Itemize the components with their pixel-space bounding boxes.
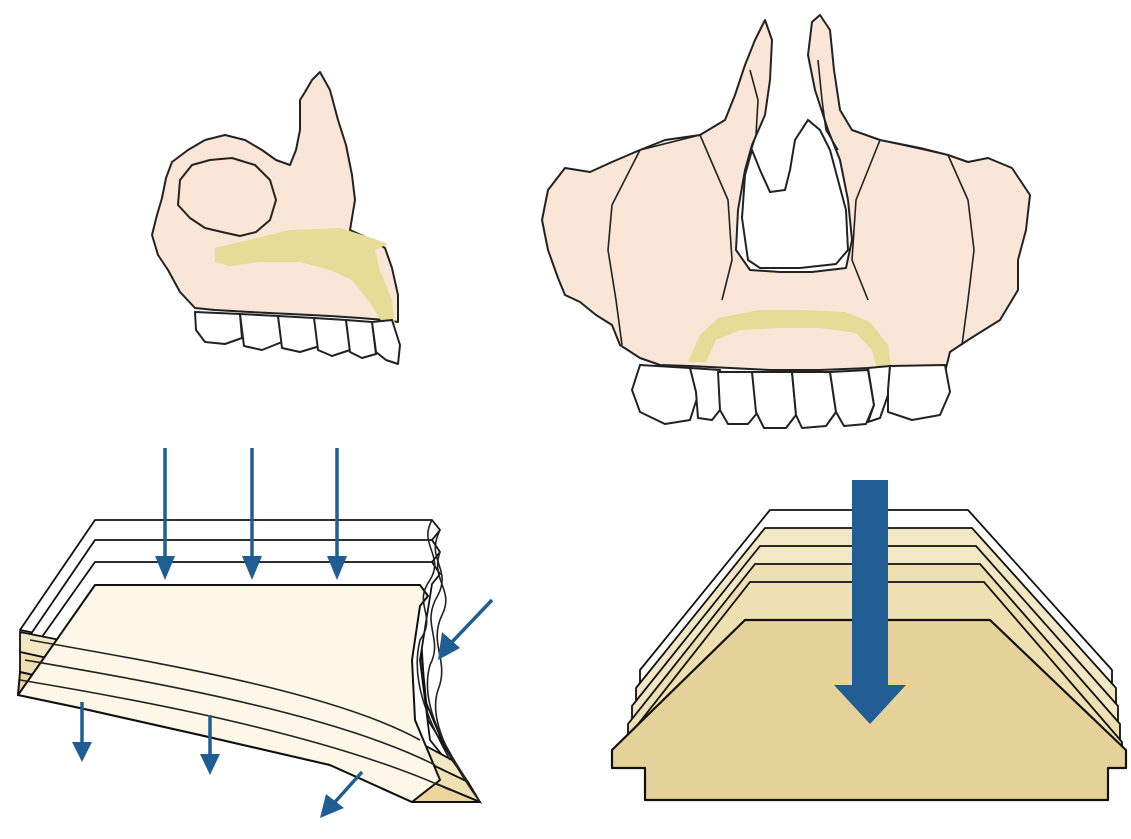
maxilla-frontal-view xyxy=(542,15,1030,428)
curved-layered-plate-under-load xyxy=(18,448,492,818)
maxilla-lateral-view xyxy=(152,72,400,364)
reaction-arrow-3-shaft xyxy=(335,772,362,802)
stacked-flat-plates-under-axial-load xyxy=(612,480,1126,800)
plate-layer-front xyxy=(18,585,440,802)
upper-teeth-frontal xyxy=(632,365,950,428)
side-load-arrow-shaft xyxy=(452,600,492,642)
upper-teeth-lateral xyxy=(195,312,400,364)
reaction-arrow-2-head xyxy=(200,754,220,775)
reaction-arrow-1-head xyxy=(72,742,92,762)
axial-load-arrow-shaft xyxy=(852,480,888,690)
